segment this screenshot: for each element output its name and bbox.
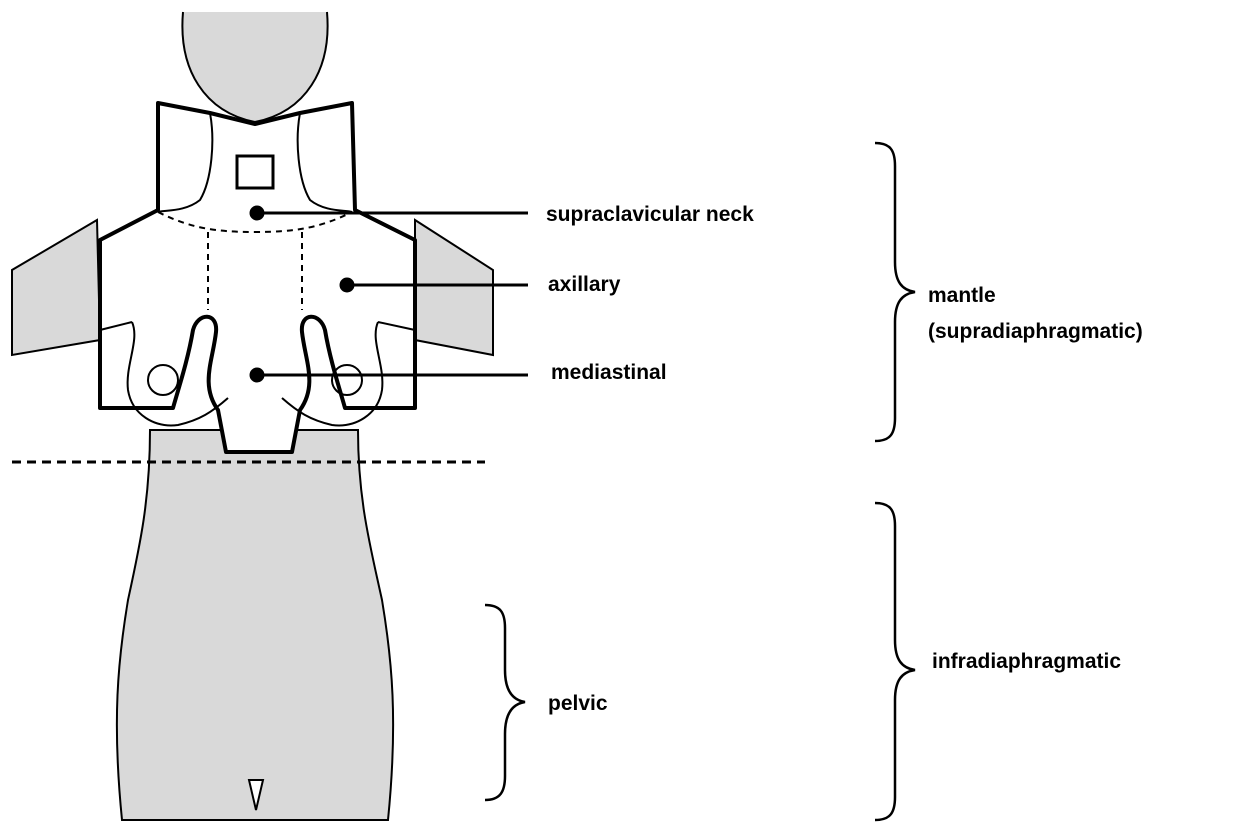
- left-arm: [12, 220, 100, 355]
- mantle-brace: [875, 143, 915, 441]
- larynx-block: [237, 156, 273, 188]
- label-supraclavicular-neck: supraclavicular neck: [546, 203, 754, 226]
- label-mantle: mantle: [928, 284, 996, 307]
- infradiaphragmatic-brace: [875, 503, 915, 820]
- mantle-field: [100, 103, 415, 452]
- label-mediastinal: mediastinal: [551, 361, 667, 384]
- label-axillary: axillary: [548, 273, 621, 296]
- braces: [485, 143, 915, 820]
- pelvic-brace: [485, 605, 525, 800]
- label-pelvic: pelvic: [548, 692, 608, 715]
- label-infradiaphragmatic: infradiaphragmatic: [932, 650, 1121, 673]
- head: [182, 12, 327, 122]
- torso-lower: [117, 430, 393, 820]
- right-arm: [415, 220, 493, 355]
- label-supradiaphragmatic: (supradiaphragmatic): [928, 320, 1143, 343]
